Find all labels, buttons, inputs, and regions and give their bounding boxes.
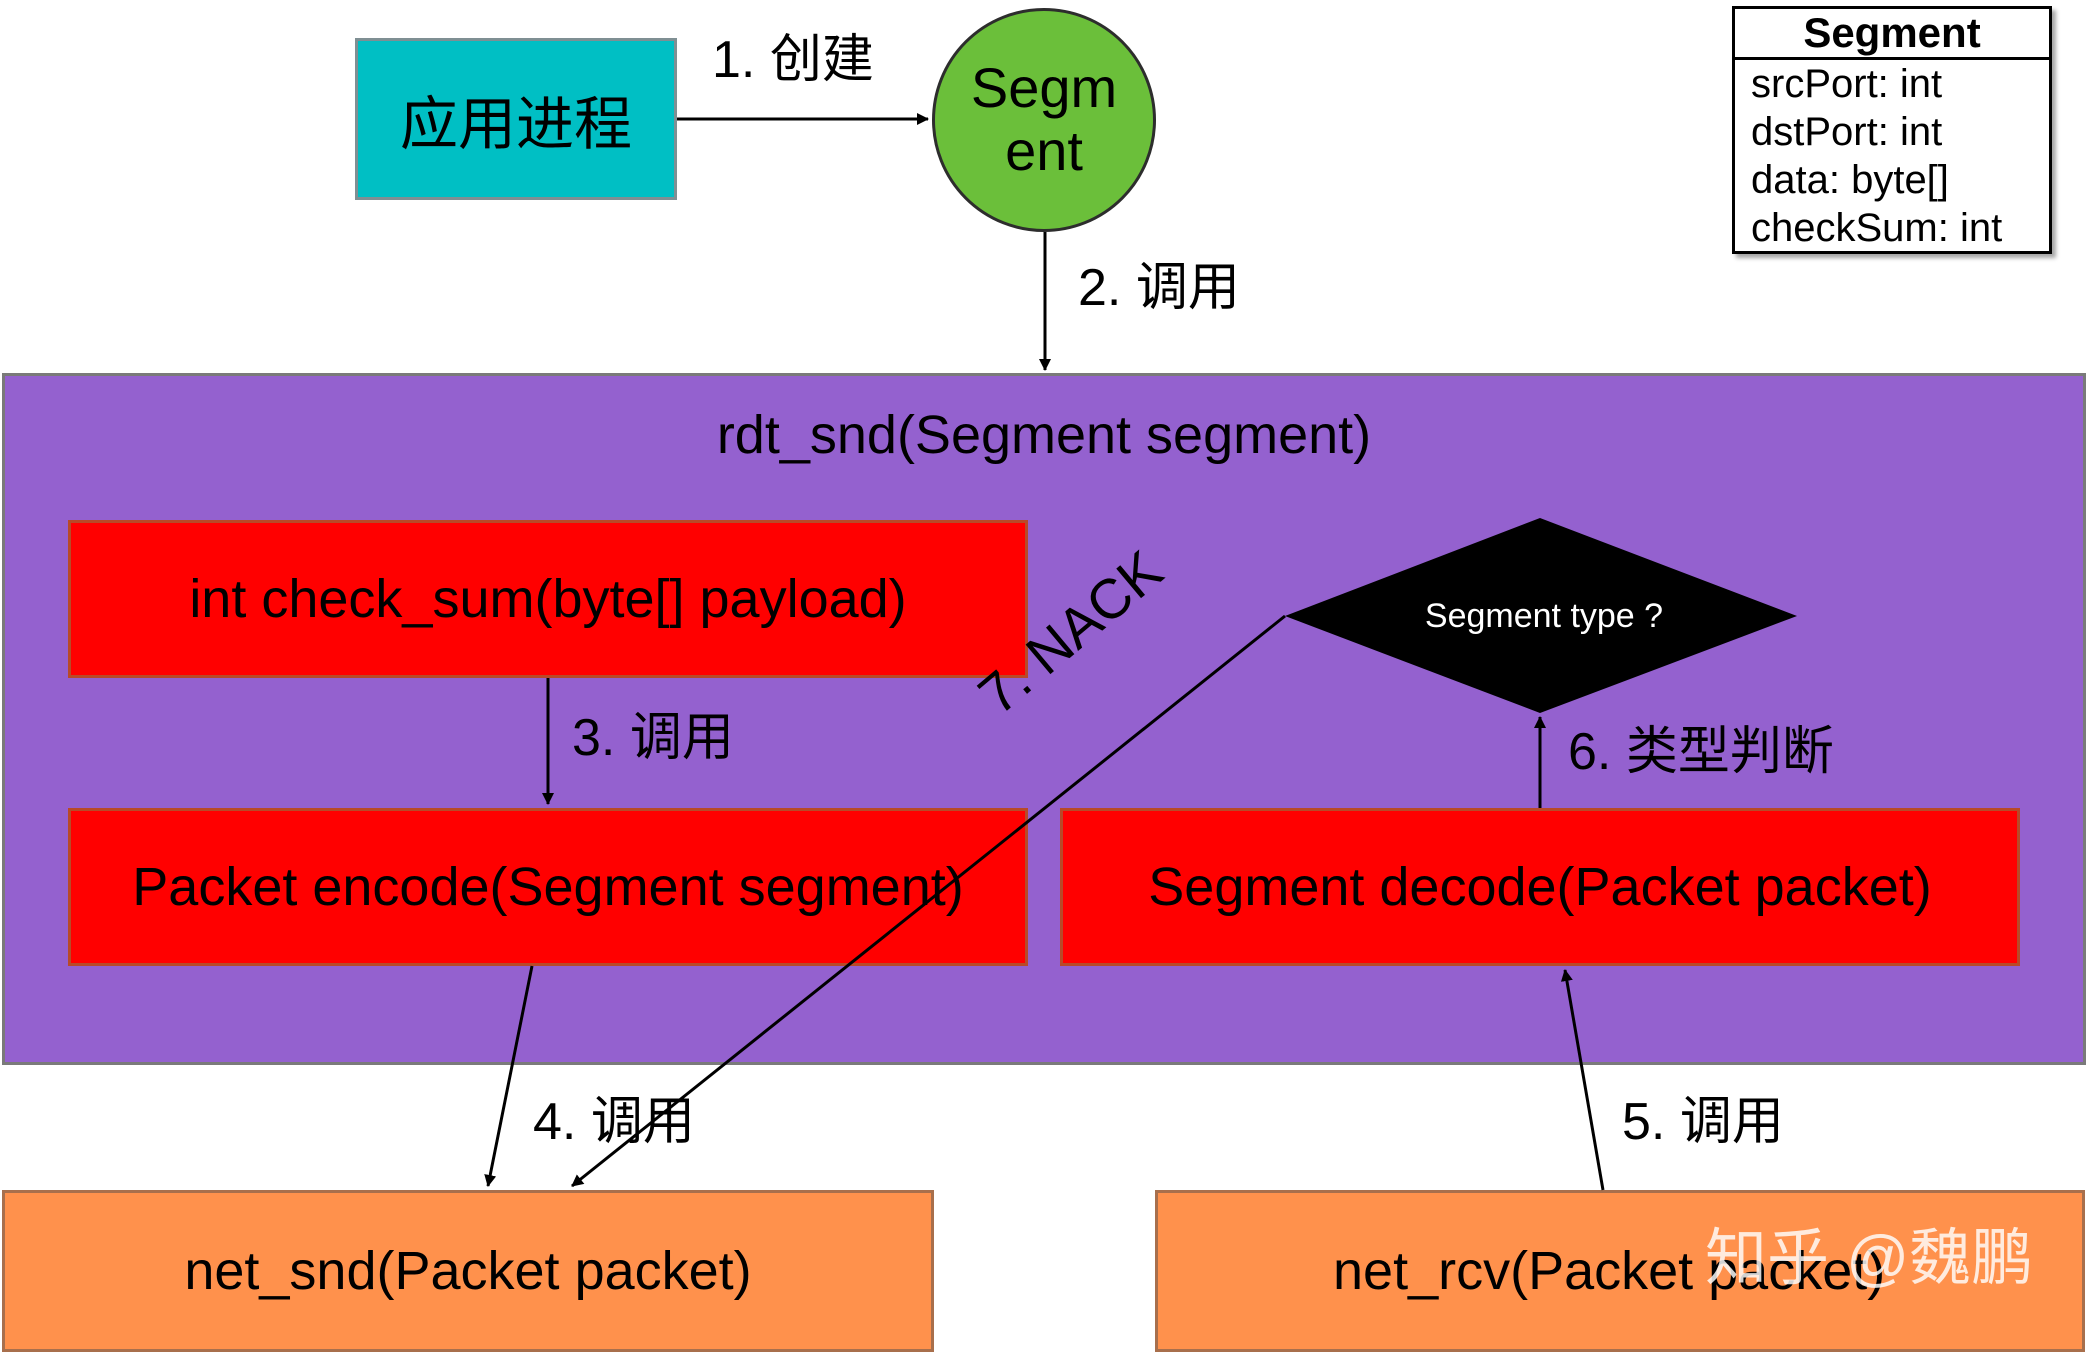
- legend-title: Segment: [1735, 9, 2049, 60]
- arrow-call-decode: [1560, 969, 1605, 1191]
- legend-field: srcPort: int: [1751, 62, 1943, 106]
- edge-label-call-rdt: 2. 调用: [1078, 259, 1240, 317]
- segment-circle: Segment: [932, 8, 1156, 232]
- edge-label-call-decode: 5. 调用: [1622, 1093, 1784, 1151]
- decision-diamond: [1285, 518, 1797, 713]
- net-snd-box: net_snd(Packet packet): [2, 1190, 934, 1352]
- app-process-label: 应用进程: [399, 92, 632, 157]
- arrow-nack: [571, 614, 1286, 1188]
- arrow-call-net-snd: [484, 965, 534, 1187]
- edge-label-call-net-snd: 4. 调用: [533, 1093, 695, 1151]
- check-sum-box: int check_sum(byte[] payload): [68, 520, 1028, 678]
- edge-label-call-checksum: 3. 调用: [572, 709, 734, 767]
- watermark: 知乎 @魏鹏: [1705, 1224, 2034, 1293]
- legend-field: data: byte[]: [1751, 158, 1949, 202]
- decode-label: Segment decode(Packet packet): [1148, 857, 1932, 917]
- app-process-box: 应用进程: [355, 38, 677, 200]
- check-sum-label: int check_sum(byte[] payload): [189, 569, 907, 629]
- decision-label: Segment type ?: [1424, 597, 1664, 635]
- rdt-snd-title: rdt_snd(Segment segment): [716, 405, 1372, 465]
- legend-field: dstPort: int: [1751, 110, 1943, 154]
- net-rcv-box: net_rcv(Packet packet): [1155, 1190, 2085, 1352]
- edge-label-type-check: 6. 类型判断: [1568, 723, 1834, 781]
- legend-field: checkSum: int: [1751, 206, 2003, 250]
- decode-box: Segment decode(Packet packet): [1060, 808, 2020, 966]
- segment-circle-label: Segment: [970, 56, 1118, 182]
- encode-label: Packet encode(Segment segment): [132, 857, 964, 917]
- net-snd-label: net_snd(Packet packet): [184, 1241, 752, 1301]
- segment-class-legend: Segment srcPort: int dstPort: int data: …: [1732, 6, 2052, 254]
- net-rcv-label: net_rcv(Packet packet): [1333, 1241, 1886, 1301]
- edge-label-create: 1. 创建: [712, 31, 874, 89]
- encode-box: Packet encode(Segment segment): [68, 808, 1028, 966]
